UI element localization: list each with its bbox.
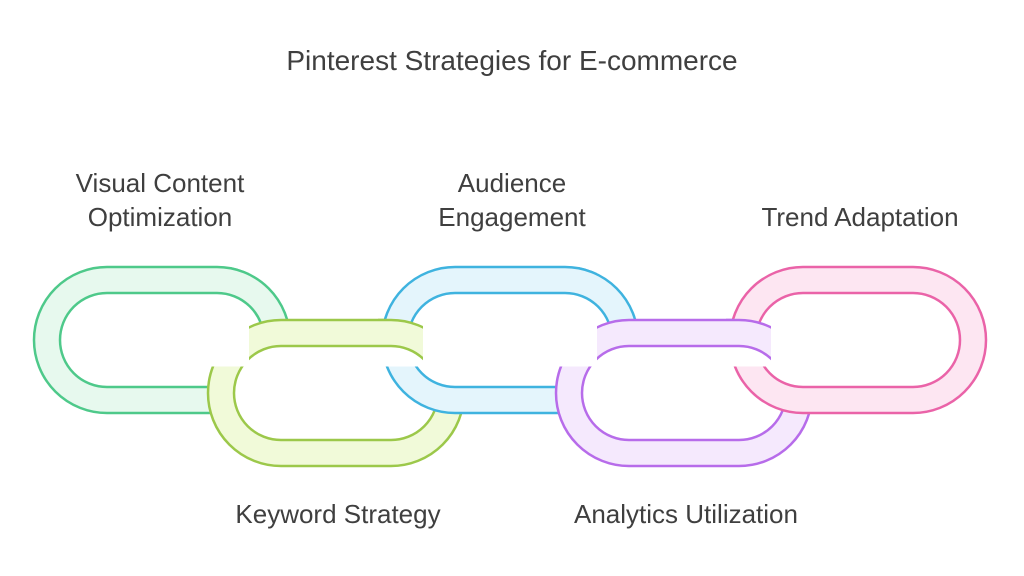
chain-link-5 xyxy=(728,265,988,415)
diagram-title: Pinterest Strategies for E-commerce xyxy=(286,45,738,76)
label-visual-content-optimization: Visual Content Optimization xyxy=(75,168,245,232)
label-keyword-strategy: Keyword Strategy xyxy=(235,499,441,529)
chain-link-3 xyxy=(552,267,597,367)
chain-link-1 xyxy=(204,267,249,367)
label-audience-engagement: Audience Engagement xyxy=(438,168,586,232)
label-analytics-utilization: Analytics Utilization xyxy=(574,499,798,529)
chain-link-4 xyxy=(726,318,771,367)
label-trend-adaptation: Trend Adaptation xyxy=(761,202,959,232)
chain-link-2 xyxy=(378,318,423,367)
